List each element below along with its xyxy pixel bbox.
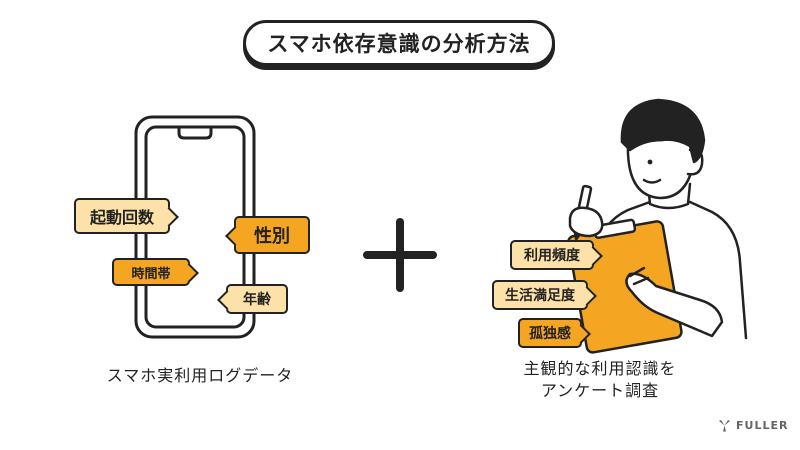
tag-loneliness: 孤独感 <box>518 318 591 348</box>
tag-launch-count: 起動回数 <box>74 198 179 234</box>
tag-life-satisfaction: 生活満足度 <box>492 280 597 310</box>
caption-survey: 主観的な利用認識を アンケート調査 <box>455 358 745 402</box>
plus-icon <box>363 218 437 292</box>
brand-name: FULLER <box>736 419 789 432</box>
tag-age: 年齢 <box>217 284 288 314</box>
tag-gender: 性別 <box>225 216 310 254</box>
person-illustration <box>567 98 748 354</box>
page-title-text: スマホ依存意識の分析方法 <box>267 32 531 56</box>
page-title: スマホ依存意識の分析方法 <box>243 20 555 66</box>
caption-survey-line2: アンケート調査 <box>540 381 660 400</box>
brand-logo: FULLER <box>718 419 788 432</box>
caption-usage-log: スマホ実利用ログデータ <box>106 366 294 385</box>
tag-time-of-day: 時間帯 <box>112 258 199 286</box>
tag-usage-frequency: 利用頻度 <box>510 240 603 270</box>
fuller-logo-icon <box>719 420 730 432</box>
caption-survey-line1: 主観的な利用認識を <box>523 359 677 378</box>
